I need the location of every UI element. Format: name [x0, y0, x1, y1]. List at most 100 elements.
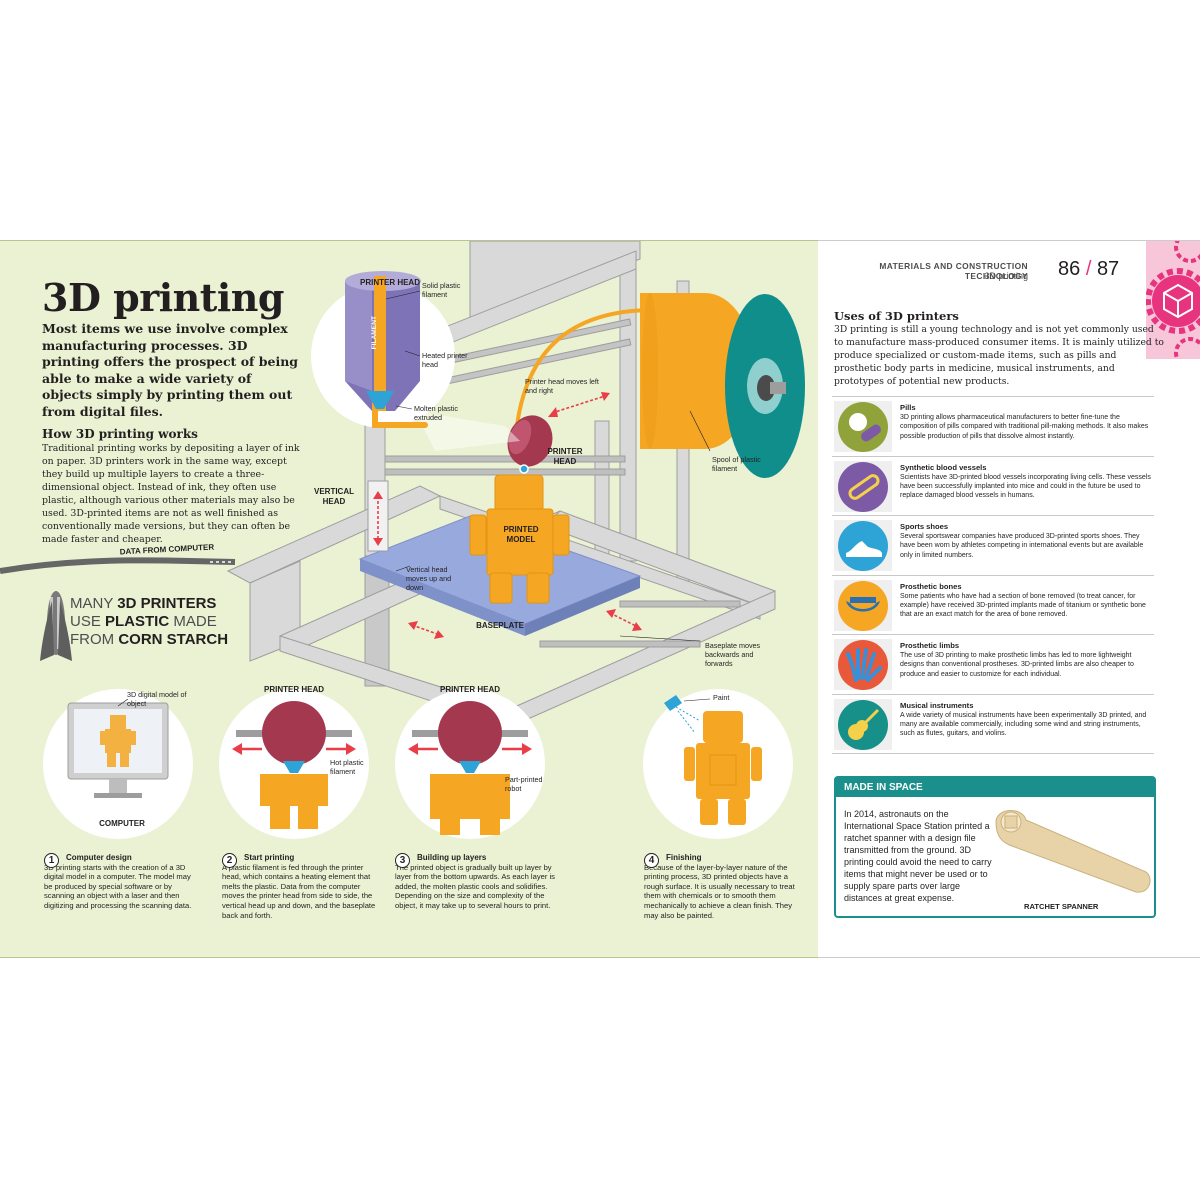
bone-icon	[838, 580, 888, 631]
use-icon-cell	[834, 401, 892, 452]
use-body: Several sportswear companies have produc…	[900, 533, 1144, 559]
corn-line3-b: CORN STARCH	[118, 631, 229, 648]
step-1: 1 Computer design 3D printing starts wit…	[44, 853, 194, 911]
intro-text: Most items we use involve complex manufa…	[42, 321, 299, 419]
use-body: Scientists have 3D-printed blood vessels…	[900, 473, 1151, 500]
use-icon-cell	[834, 460, 892, 512]
space-body: In 2014, astronauts on the International…	[844, 809, 992, 903]
blood-vessel-icon	[838, 461, 888, 512]
use-title: Prosthetic limbs	[900, 641, 960, 650]
right-page: MATERIALS AND CONSTRUCTION TECHNOLOGY 3D…	[818, 231, 1200, 958]
list-item: Musical instruments A wide variety of mu…	[832, 695, 1154, 754]
label-head-moves: Printer head moves left and right	[525, 377, 599, 395]
corn-line3-a: FROM	[70, 631, 119, 648]
use-icon-cell	[834, 579, 892, 631]
shoe-icon	[838, 521, 888, 571]
label-printer-head-main: PRINTER HEAD	[547, 447, 583, 466]
label-filament: FILAMENT	[371, 316, 378, 350]
corn-line2-b: PLASTIC	[105, 613, 170, 630]
step-3: 3 Building up layers The printed object …	[395, 853, 560, 911]
page-title: 3D printing	[42, 275, 284, 320]
use-icon-cell	[834, 520, 892, 571]
label-baseplate-moves: Baseplate moves backwards and forwards	[705, 641, 761, 668]
label-spool: Spool of plastic filament	[712, 455, 761, 473]
label-solid-filament: Solid plastic filament	[422, 281, 461, 299]
step-title: Building up layers	[417, 853, 487, 862]
use-icon-cell	[834, 639, 892, 690]
pill-icon	[838, 402, 888, 452]
step-4: 4 Finishing Because of the layer-by-laye…	[644, 853, 804, 920]
label-printed-model: PRINTED MODEL	[503, 525, 539, 544]
list-item: Prosthetic bones Some patients who have …	[832, 576, 1154, 635]
use-body: Some patients who have had a section of …	[900, 592, 1146, 619]
uses-list: Pills 3D printing allows pharmaceutical …	[832, 396, 1154, 754]
made-in-space-box: MADE IN SPACE In 2014, astronauts on the…	[834, 776, 1156, 918]
use-title: Musical instruments	[900, 700, 974, 710]
list-item: Sports shoes Several sportswear companie…	[832, 516, 1154, 576]
label-molten: Molten plastic extruded	[414, 404, 458, 422]
step-number: 3	[395, 853, 410, 868]
section-label: MATERIALS AND CONSTRUCTION TECHNOLOGY	[879, 261, 1028, 281]
use-title: Sports shoes	[900, 522, 949, 531]
page-separator: /	[1085, 258, 1092, 280]
page-numbers: 86 / 87	[1058, 258, 1119, 281]
step-title: Computer design	[66, 853, 132, 862]
book-spread: 3D printing Most items we use involve co…	[0, 231, 1200, 958]
corn-line1-b: 3D PRINTERS	[117, 595, 217, 612]
label-printer-head-2: PRINTER HEAD	[264, 685, 325, 694]
page-left-number: 86	[1058, 258, 1081, 280]
list-item: Pills 3D printing allows pharmaceutical …	[832, 397, 1154, 457]
printer-illustration	[0, 241, 805, 839]
guitar-icon	[838, 699, 888, 750]
step-2: 2 Start printing A plastic filament is f…	[222, 853, 377, 920]
step-body: The printed object is gradually built up…	[395, 862, 555, 910]
corn-line2-c: MADE	[169, 613, 217, 630]
step-title: Finishing	[666, 853, 702, 862]
label-vertical-moves: Vertical head moves up and down	[406, 565, 452, 592]
use-text: Sports shoes Several sportswear companie…	[900, 522, 1152, 560]
use-title: Pills	[900, 403, 916, 412]
list-item: Prosthetic limbs The use of 3D printing …	[832, 635, 1154, 695]
page-right-number: 87	[1096, 258, 1120, 280]
uses-body: 3D printing is still a young technology …	[834, 324, 1164, 387]
corn-line1-a: MANY	[70, 595, 118, 612]
step-body: 3D printing starts with the creation of …	[44, 862, 192, 910]
corn-callout: MANY 3D PRINTERS USE PLASTIC MADE FROM C…	[70, 595, 228, 649]
use-body: A wide variety of musical instruments ha…	[900, 711, 1147, 738]
label-paint: Paint	[713, 693, 730, 702]
ratchet-spanner-image	[995, 810, 1151, 893]
list-item: Synthetic blood vessels Scientists have …	[832, 457, 1154, 516]
step-title: Start printing	[244, 853, 295, 862]
use-icon-cell	[834, 698, 892, 750]
use-text: Prosthetic bones Some patients who have …	[900, 582, 1152, 620]
use-title: Prosthetic bones	[900, 581, 962, 591]
label-model-in-computer: 3D digital model of object	[127, 690, 187, 708]
label-ratchet-spanner: RATCHET SPANNER	[1024, 902, 1099, 911]
left-page: 3D printing Most items we use involve co…	[0, 240, 818, 958]
label-baseplate: BASEPLATE	[476, 621, 524, 630]
use-title: Synthetic blood vessels	[900, 462, 987, 472]
hand-icon	[838, 640, 888, 690]
how-heading: How 3D printing works	[42, 427, 198, 441]
step-body: A plastic filament is fed through the pr…	[222, 862, 376, 920]
section-subtitle: 3D printing	[984, 271, 1028, 281]
use-text: Musical instruments A wide variety of mu…	[900, 701, 1152, 739]
use-text: Pills 3D printing allows pharmaceutical …	[900, 403, 1152, 441]
label-part-printed: Part-printed robot	[505, 775, 543, 793]
step-number: 2	[222, 853, 237, 868]
step-number: 4	[644, 853, 659, 868]
corn-line2-a: USE	[70, 613, 106, 630]
use-body: The use of 3D printing to make prostheti…	[900, 652, 1134, 678]
use-text: Prosthetic limbs The use of 3D printing …	[900, 641, 1152, 679]
step-number: 1	[44, 853, 59, 868]
how-body: Traditional printing works by depositing…	[42, 443, 300, 545]
uses-heading: Uses of 3D printers	[834, 309, 959, 323]
space-heading: MADE IN SPACE	[836, 778, 1154, 797]
use-body: 3D printing allows pharmaceutical manufa…	[900, 414, 1149, 440]
label-heated-head: Heated printer head	[422, 351, 468, 369]
label-hot-filament: Hot plastic filament	[330, 758, 364, 776]
label-computer: COMPUTER	[99, 819, 145, 828]
step-body: Because of the layer-by-layer nature of …	[644, 862, 795, 920]
label-printer-head-detail: PRINTER HEAD	[359, 278, 420, 287]
label-vertical-head: VERTICAL HEAD	[314, 487, 354, 506]
